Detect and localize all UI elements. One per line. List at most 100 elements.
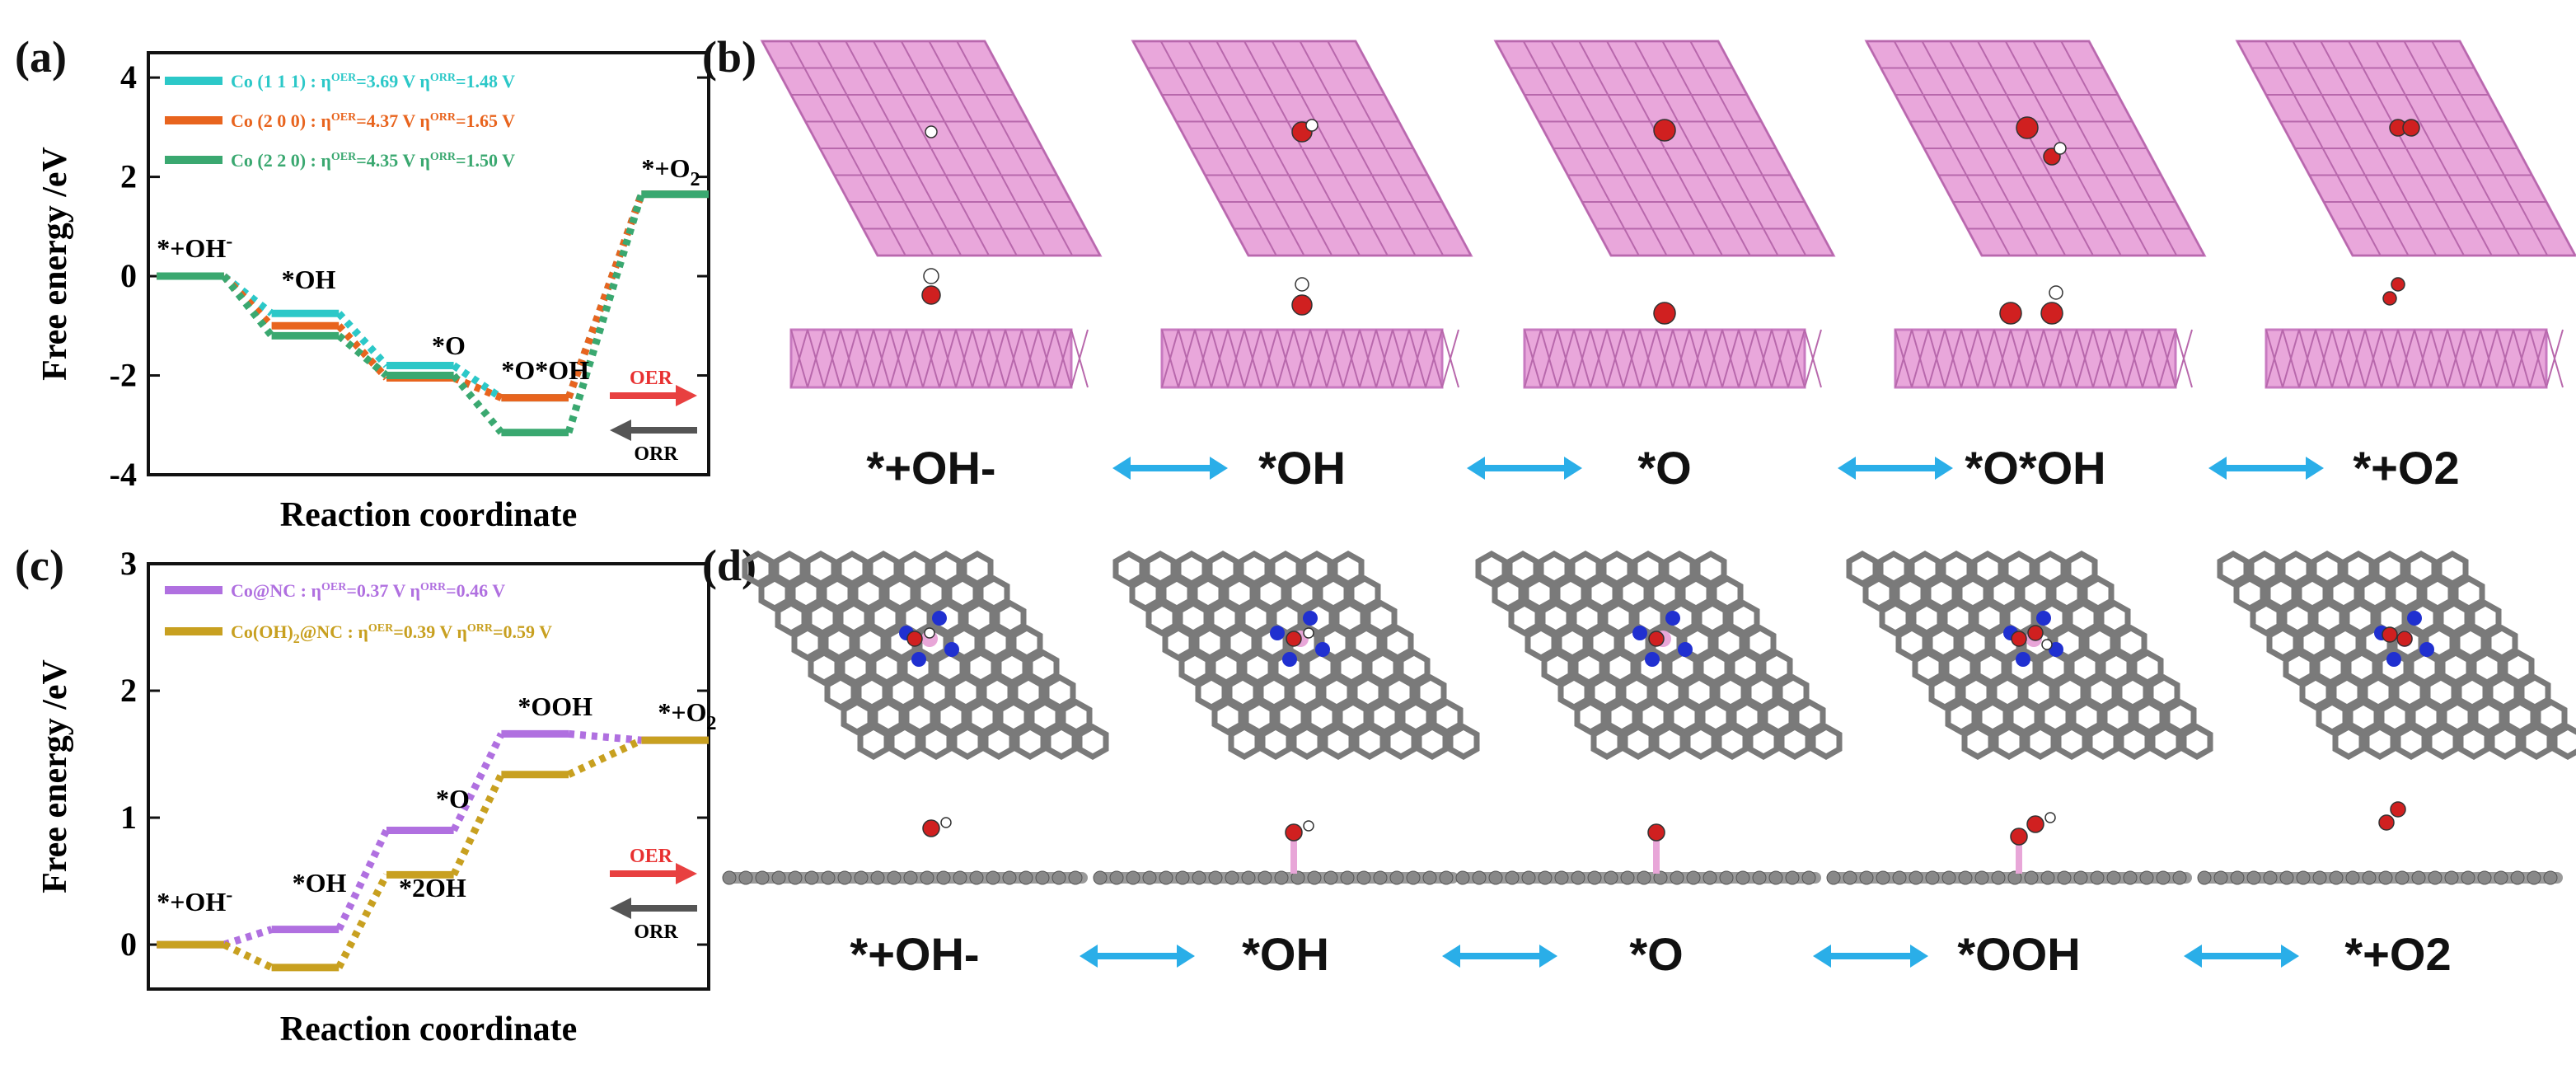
carbon-ring — [2454, 624, 2487, 662]
carbon-atom — [1538, 870, 1553, 885]
oxygen-atom — [2396, 631, 2413, 647]
carbon-atom — [2230, 870, 2245, 885]
lattice-line — [1721, 329, 1740, 388]
carbon-atom — [2444, 870, 2459, 885]
carbon-atom — [1768, 870, 1783, 885]
carbon-ring — [994, 599, 1027, 637]
carbon-ring — [930, 550, 962, 588]
carbon-ring — [869, 599, 902, 637]
carbon-ring — [1590, 723, 1623, 761]
carbon-ring — [1043, 673, 1076, 711]
oxygen-atom — [1647, 823, 1665, 842]
carbon-atom — [1307, 870, 1322, 885]
carbon-ring — [1256, 624, 1289, 662]
co-slab-side-3 — [1894, 328, 2193, 389]
carbon-ring — [981, 673, 1014, 711]
lattice-line — [1960, 329, 1979, 388]
carbon-ring — [1633, 599, 1666, 637]
carbon-ring — [2487, 673, 2520, 711]
legend-eta-sup: ORR — [430, 151, 457, 163]
carbon-ring — [931, 599, 964, 637]
carbon-ring — [1193, 624, 1226, 662]
lattice-line — [1342, 329, 1361, 388]
hydrogen-atom — [1295, 277, 1309, 292]
lattice-line — [2059, 329, 2077, 388]
carbon-ring — [1744, 624, 1777, 662]
carbon-ring — [1538, 550, 1571, 588]
oxygen-atom — [1286, 631, 1302, 647]
carbon-atom — [1735, 870, 1750, 885]
carbon-ring — [1192, 574, 1225, 612]
hydrogen-atom — [924, 627, 935, 639]
nitrogen-atom — [2016, 652, 2030, 667]
carbon-ring — [1665, 599, 1698, 637]
double-arrow-head-right — [1935, 457, 1953, 480]
carbon-ring — [1112, 550, 1145, 588]
lattice-line — [2010, 329, 2028, 388]
lattice-line — [2546, 329, 2564, 388]
carbon-ring — [1028, 698, 1061, 736]
carbon-atom — [2263, 870, 2278, 885]
carbon-atom — [870, 870, 885, 885]
co-slab-side-1 — [1160, 328, 1459, 389]
carbon-ring — [2002, 550, 2035, 588]
carbon-ring — [1399, 698, 1432, 736]
carbon-ring — [2373, 550, 2406, 588]
oxygen-atom — [2027, 625, 2044, 641]
carbon-ring — [1076, 723, 1109, 761]
y-tick-label: -2 — [110, 357, 137, 394]
lattice-line — [2060, 40, 2178, 256]
lattice-line — [984, 40, 1101, 256]
carbon-atom — [2494, 870, 2508, 885]
legend-eta-value: =4.35 V η — [356, 150, 430, 171]
carbon-ring — [2327, 574, 2360, 612]
nitrogen-atom — [1303, 611, 1318, 626]
legend-entry: Co@NC : ηOER=0.37 V ηORR=0.46 V — [231, 580, 505, 601]
carbon-ring — [2456, 673, 2489, 711]
carbon-ring — [1539, 599, 1572, 637]
carbon-ring — [1241, 649, 1274, 687]
step-label: *O — [436, 784, 470, 813]
step-label: *+OH- — [157, 231, 232, 263]
lattice-line — [928, 40, 1046, 256]
carbon-atom — [2040, 870, 2055, 885]
lattice-line — [2142, 329, 2160, 388]
lattice-line — [1271, 40, 1389, 256]
legend-eta: : η — [306, 71, 331, 91]
co-bond — [2016, 842, 2022, 874]
carbon-ring — [1300, 550, 1333, 588]
carbon-ring — [1243, 698, 1276, 736]
carbon-atom — [903, 870, 918, 885]
carbon-ring — [1988, 574, 2021, 612]
oxygen-atom — [1653, 302, 1676, 325]
carbon-ring — [1793, 698, 1826, 736]
lattice-line — [922, 329, 940, 388]
double-arrow-b-3 — [2208, 457, 2324, 480]
oxygen-atom — [2011, 631, 2027, 647]
structures-panel-d — [722, 550, 2576, 968]
carbon-ring — [2378, 698, 2411, 736]
carbon-ring — [2471, 649, 2503, 687]
carbon-atom — [2411, 870, 2426, 885]
carbon-ring — [1286, 574, 1318, 612]
lattice-line — [1911, 329, 1929, 388]
hydrogen-atom — [923, 268, 939, 284]
energy-connector — [564, 193, 645, 400]
carbon-ring — [1271, 599, 1304, 637]
carbon-ring — [1681, 624, 1714, 662]
carbon-atom — [1958, 870, 1973, 885]
carbon-atom — [1521, 870, 1536, 885]
carbon-atom — [1323, 870, 1338, 885]
carbon-atom — [1859, 870, 1874, 885]
carbon-ring — [1254, 574, 1287, 612]
carbon-atom — [1587, 870, 1602, 885]
carbon-ring — [2551, 723, 2576, 761]
carbon-ring — [949, 673, 982, 711]
carbon-ring — [2362, 673, 2395, 711]
oxygen-atom — [2391, 277, 2405, 292]
carbon-ring — [1585, 574, 1618, 612]
graphene-side-4 — [2197, 870, 2563, 885]
energy-connector — [452, 374, 503, 401]
lattice-line — [2414, 329, 2432, 388]
